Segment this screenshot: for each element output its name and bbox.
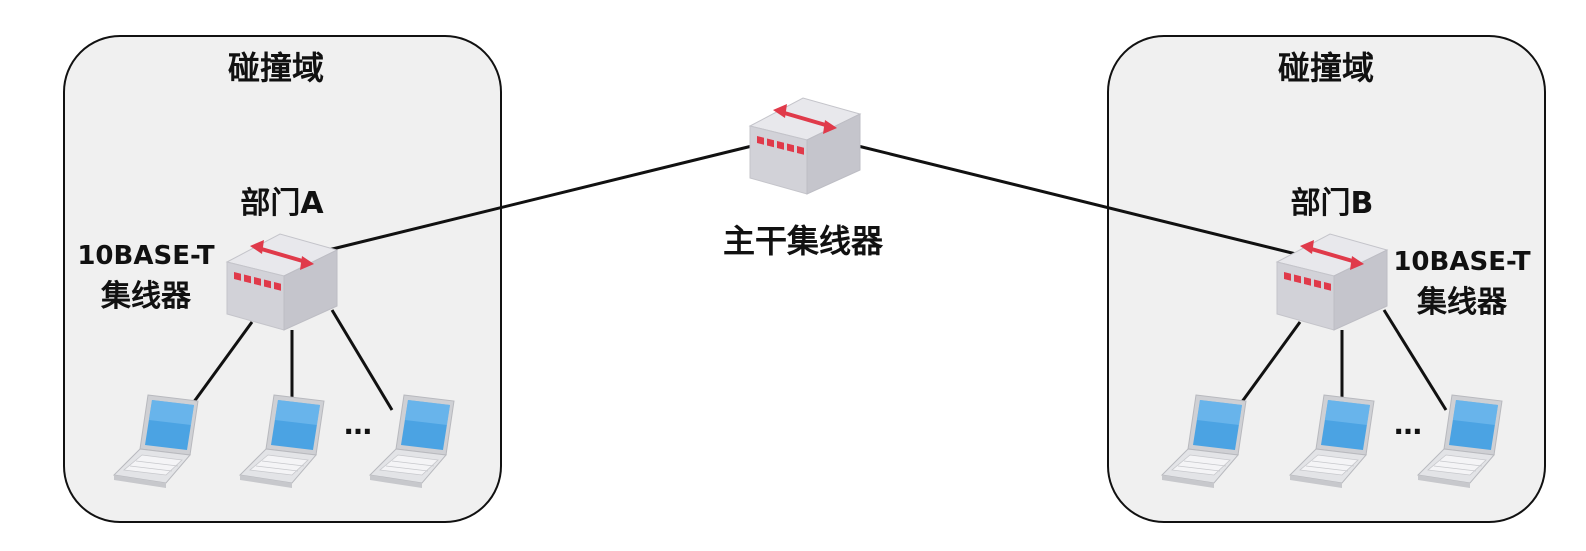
backbone-hub-label: 主干集线器	[723, 222, 884, 260]
ellipsis: …	[344, 408, 372, 441]
drop-b-3	[1382, 309, 1448, 411]
department-label: 部门B	[1291, 186, 1374, 221]
uplink-b	[857, 144, 1301, 257]
drop-a-1	[186, 321, 254, 411]
hub-label-line2: 集线器	[100, 279, 192, 314]
hub-label-line2: 集线器	[1416, 285, 1508, 320]
hub-label-line1: 10BASE-T	[77, 241, 215, 271]
ellipsis: …	[1394, 408, 1422, 441]
drop-a-3	[330, 309, 394, 411]
uplink-a	[315, 144, 753, 255]
drop-b-1	[1234, 321, 1302, 411]
collision-domain-title: 碰撞域	[228, 49, 324, 87]
hub-label-line1: 10BASE-T	[1393, 247, 1531, 277]
network-hub-icon	[748, 96, 862, 196]
department-label: 部门A	[240, 186, 324, 221]
collision-domain-title: 碰撞域	[1278, 49, 1374, 87]
